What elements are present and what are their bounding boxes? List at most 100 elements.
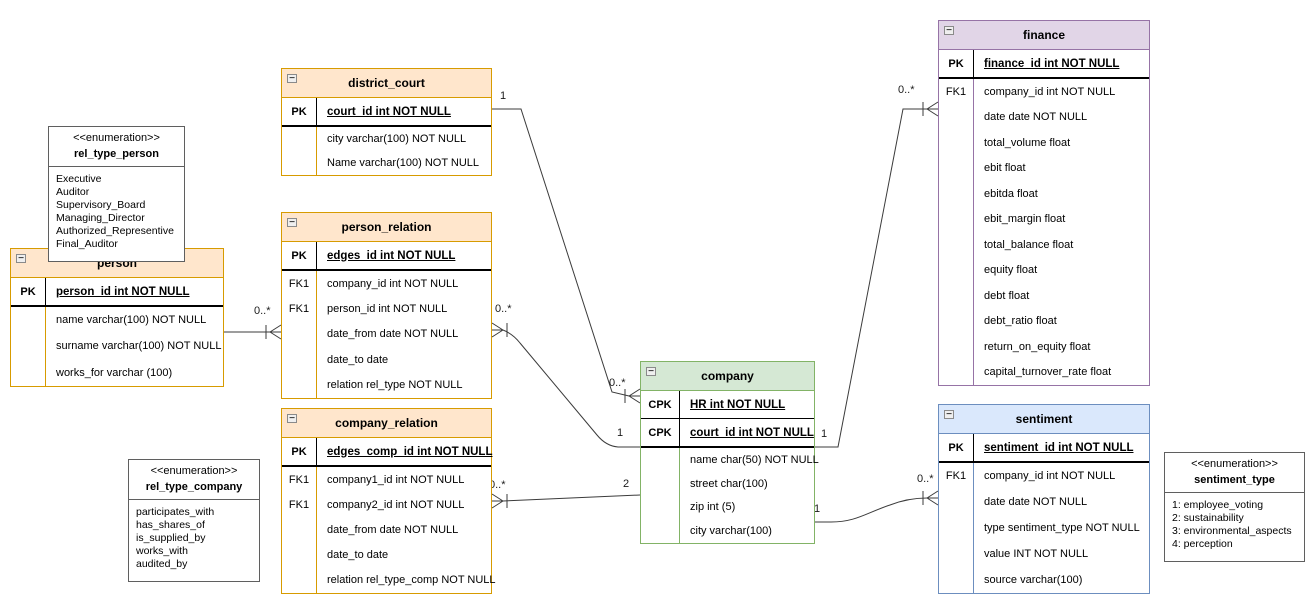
attribute-row[interactable]: date date NOT NULL <box>939 489 1149 515</box>
attribute-row[interactable]: Name varchar(100) NOT NULL <box>282 151 491 175</box>
relationship-company-finance[interactable] <box>815 101 939 448</box>
attribute-row[interactable]: works_for varchar (100) <box>11 359 223 386</box>
entity-header[interactable]: −company_relation <box>282 409 491 438</box>
attribute-row[interactable]: zip int (5) <box>641 495 814 520</box>
attribute-row[interactable]: relation rel_type_comp NOT NULL <box>282 567 496 593</box>
attribute-row[interactable]: surname varchar(100) NOT NULL <box>11 333 223 360</box>
attribute-row[interactable]: equity float <box>939 257 1149 283</box>
attribute-row[interactable]: debt_ratio float <box>939 308 1149 334</box>
attribute-name: equity float <box>984 264 1038 277</box>
attribute-row[interactable]: debt float <box>939 283 1149 309</box>
collapse-icon[interactable]: − <box>646 367 656 377</box>
fk-tag <box>11 333 46 360</box>
fk-tag: FK1 <box>282 467 317 493</box>
collapse-icon[interactable]: − <box>287 218 297 228</box>
crow-foot-icon <box>491 493 508 509</box>
attribute-row[interactable]: date_to date <box>282 347 491 373</box>
key-name: person_id int NOT NULL <box>56 285 190 298</box>
attribute-row[interactable]: source varchar(100) <box>939 567 1149 593</box>
attribute-name: date_to date <box>327 549 389 562</box>
attribute-row[interactable]: date date NOT NULL <box>939 104 1149 130</box>
attribute-row[interactable]: total_balance float <box>939 232 1149 258</box>
enum-header: <<enumeration>>sentiment_type <box>1165 453 1304 493</box>
cardinality-label: 0..* <box>898 84 915 96</box>
attribute-row[interactable]: name char(50) NOT NULL <box>641 448 819 472</box>
attribute-row[interactable]: return_on_equity float <box>939 334 1149 360</box>
cardinality-label: 0..* <box>917 473 934 485</box>
attribute-name: return_on_equity float <box>984 340 1091 353</box>
entity-header[interactable]: −person_relation <box>282 213 491 242</box>
attribute-row[interactable]: ebit float <box>939 155 1149 181</box>
enum-title: sentiment_type <box>1194 474 1275 486</box>
relationship-line[interactable] <box>815 497 928 523</box>
attribute-name: person_id int NOT NULL <box>327 303 448 316</box>
attribute-row[interactable]: name varchar(100) NOT NULL <box>11 307 223 334</box>
relationship-line[interactable] <box>502 494 641 502</box>
collapse-icon[interactable]: − <box>944 410 954 420</box>
attribute-row[interactable]: total_volume float <box>939 130 1149 156</box>
enum-item: works_with <box>136 545 188 557</box>
attribute-name: ebitda float <box>984 187 1038 200</box>
attribute-row[interactable]: type sentiment_type NOT NULL <box>939 515 1149 541</box>
entity-header[interactable]: − finance <box>939 21 1149 50</box>
attribute-row[interactable]: value INT NOT NULL <box>939 541 1149 567</box>
cardinality-label: 0..* <box>254 305 271 317</box>
collapse-icon[interactable]: − <box>287 414 297 424</box>
attribute-row[interactable]: street char(100) <box>641 471 814 496</box>
fk-tag <box>641 448 680 472</box>
relationship-line[interactable] <box>492 108 630 397</box>
attribute-row[interactable]: ebit_margin float <box>939 206 1149 232</box>
relationship-line[interactable] <box>502 329 640 448</box>
relationship-company-sentiment[interactable] <box>815 490 939 523</box>
collapse-icon[interactable]: − <box>16 254 26 264</box>
relationship-person_relation-company[interactable] <box>491 322 640 448</box>
attribute-row[interactable]: relation rel_type NOT NULL <box>282 372 491 398</box>
relationship-line[interactable] <box>815 108 927 448</box>
entity-title: finance <box>1022 28 1065 42</box>
fk-tag <box>282 372 317 398</box>
attribute-row[interactable]: date_from date NOT NULL <box>282 517 491 543</box>
relationship-person-person_relation[interactable] <box>224 324 282 340</box>
entity-header[interactable]: −company <box>641 362 814 391</box>
entity-header[interactable]: −sentiment <box>939 405 1149 434</box>
entity-header[interactable]: −district_court <box>282 69 491 98</box>
attribute-name: ebit float <box>984 162 1026 175</box>
collapse-icon[interactable]: − <box>287 74 297 84</box>
attribute-row[interactable]: date_to date <box>282 542 491 568</box>
attribute-row[interactable]: date_from date NOT NULL <box>282 321 491 348</box>
attribute-row[interactable]: capital_turnover_rate float <box>939 359 1149 385</box>
relationship-district_court-company[interactable] <box>492 108 641 404</box>
collapse-icon[interactable]: − <box>944 26 954 36</box>
relationship-company_relation-company[interactable] <box>491 493 641 509</box>
attribute-row[interactable]: city varchar(100) <box>641 519 814 544</box>
key-tag: PK <box>282 98 317 125</box>
attribute-row[interactable]: city varchar(100) NOT NULL <box>282 127 491 151</box>
attribute-row[interactable]: ebitda float <box>939 181 1149 207</box>
